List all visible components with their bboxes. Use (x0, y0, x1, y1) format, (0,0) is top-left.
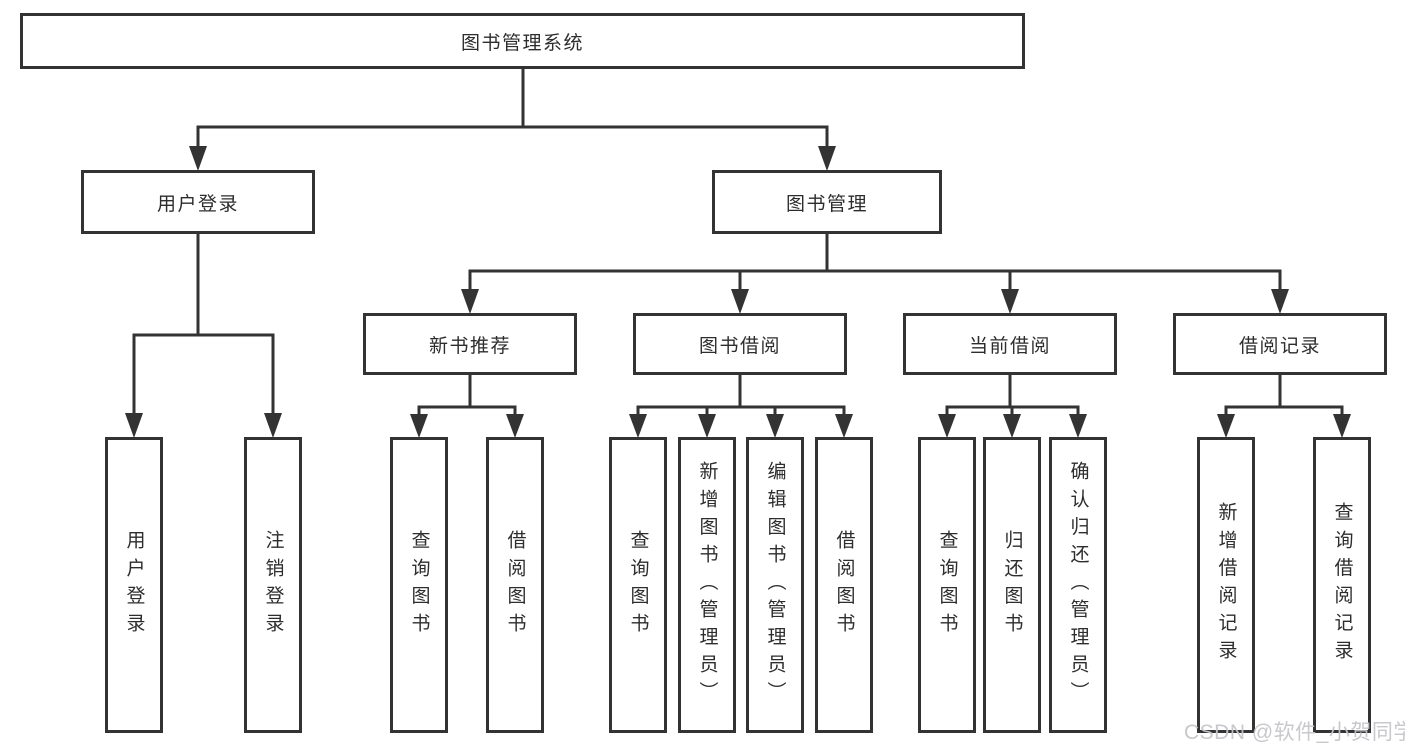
connector-user-login-to-leaves (125, 233, 282, 438)
node-label: 图书管理 (785, 193, 868, 215)
leaf-logout: 注销登录 (244, 437, 302, 733)
node-root-system: 图书管理系统 (20, 13, 1025, 69)
leaf-user-login: 用户登录 (105, 437, 163, 733)
leaf-current-return-books: 归还图书 (983, 437, 1041, 733)
node-label: 当前借阅 (968, 335, 1051, 357)
node-new-book-recommend: 新书推荐 (363, 313, 577, 375)
node-label: 新增借阅记录 (1215, 502, 1237, 668)
node-label: 图书借阅 (698, 335, 781, 357)
node-book-management: 图书管理 (712, 170, 942, 234)
leaf-records-query-record: 查询借阅记录 (1313, 437, 1371, 733)
node-label: 查询图书 (408, 529, 430, 641)
node-label: 新书推荐 (428, 335, 511, 357)
node-label: 查询图书 (627, 529, 649, 641)
node-label: 新增图书（管理员） (696, 461, 718, 709)
node-label: 借阅图书 (504, 529, 526, 641)
node-label: 用户登录 (123, 529, 145, 641)
leaf-current-confirm-return-admin: 确认归还（管理员） (1049, 437, 1107, 733)
leaf-borrow-edit-books-admin: 编辑图书（管理员） (746, 437, 804, 733)
leaf-newbook-borrow-books: 借阅图书 (486, 437, 544, 733)
node-label: 图书管理系统 (460, 32, 584, 54)
node-label: 编辑图书（管理员） (764, 461, 786, 709)
connector-book-management-to-level3 (461, 233, 1289, 314)
leaf-current-query-books: 查询图书 (918, 437, 976, 733)
node-book-borrow: 图书借阅 (633, 313, 847, 375)
leaf-borrow-add-books-admin: 新增图书（管理员） (678, 437, 736, 733)
watermark-csdn: CSDN @软件_小贺同学 (1184, 721, 1405, 744)
node-label: 借阅图书 (833, 529, 855, 641)
node-label: 用户登录 (156, 193, 239, 215)
node-borrow-records: 借阅记录 (1173, 313, 1387, 375)
connector-root-to-level2 (189, 68, 836, 171)
node-label: 确认归还（管理员） (1067, 461, 1089, 709)
leaf-newbook-query-books: 查询图书 (390, 437, 448, 733)
node-current-borrow: 当前借阅 (903, 313, 1117, 375)
node-label: 归还图书 (1001, 529, 1023, 641)
connector-new-book-to-leaves (410, 374, 524, 438)
node-label: 注销登录 (262, 529, 284, 641)
node-label: 查询图书 (936, 529, 958, 641)
node-label: 借阅记录 (1238, 335, 1321, 357)
leaf-borrow-query-books: 查询图书 (609, 437, 667, 733)
connector-current-borrow-to-leaves (938, 374, 1087, 438)
node-label: 查询借阅记录 (1331, 502, 1353, 668)
leaf-records-add-record: 新增借阅记录 (1197, 437, 1255, 733)
connector-borrow-records-to-leaves (1217, 374, 1351, 438)
leaf-borrow-borrow-books: 借阅图书 (815, 437, 873, 733)
connector-book-borrow-to-leaves (629, 374, 853, 438)
node-user-login: 用户登录 (81, 170, 315, 234)
